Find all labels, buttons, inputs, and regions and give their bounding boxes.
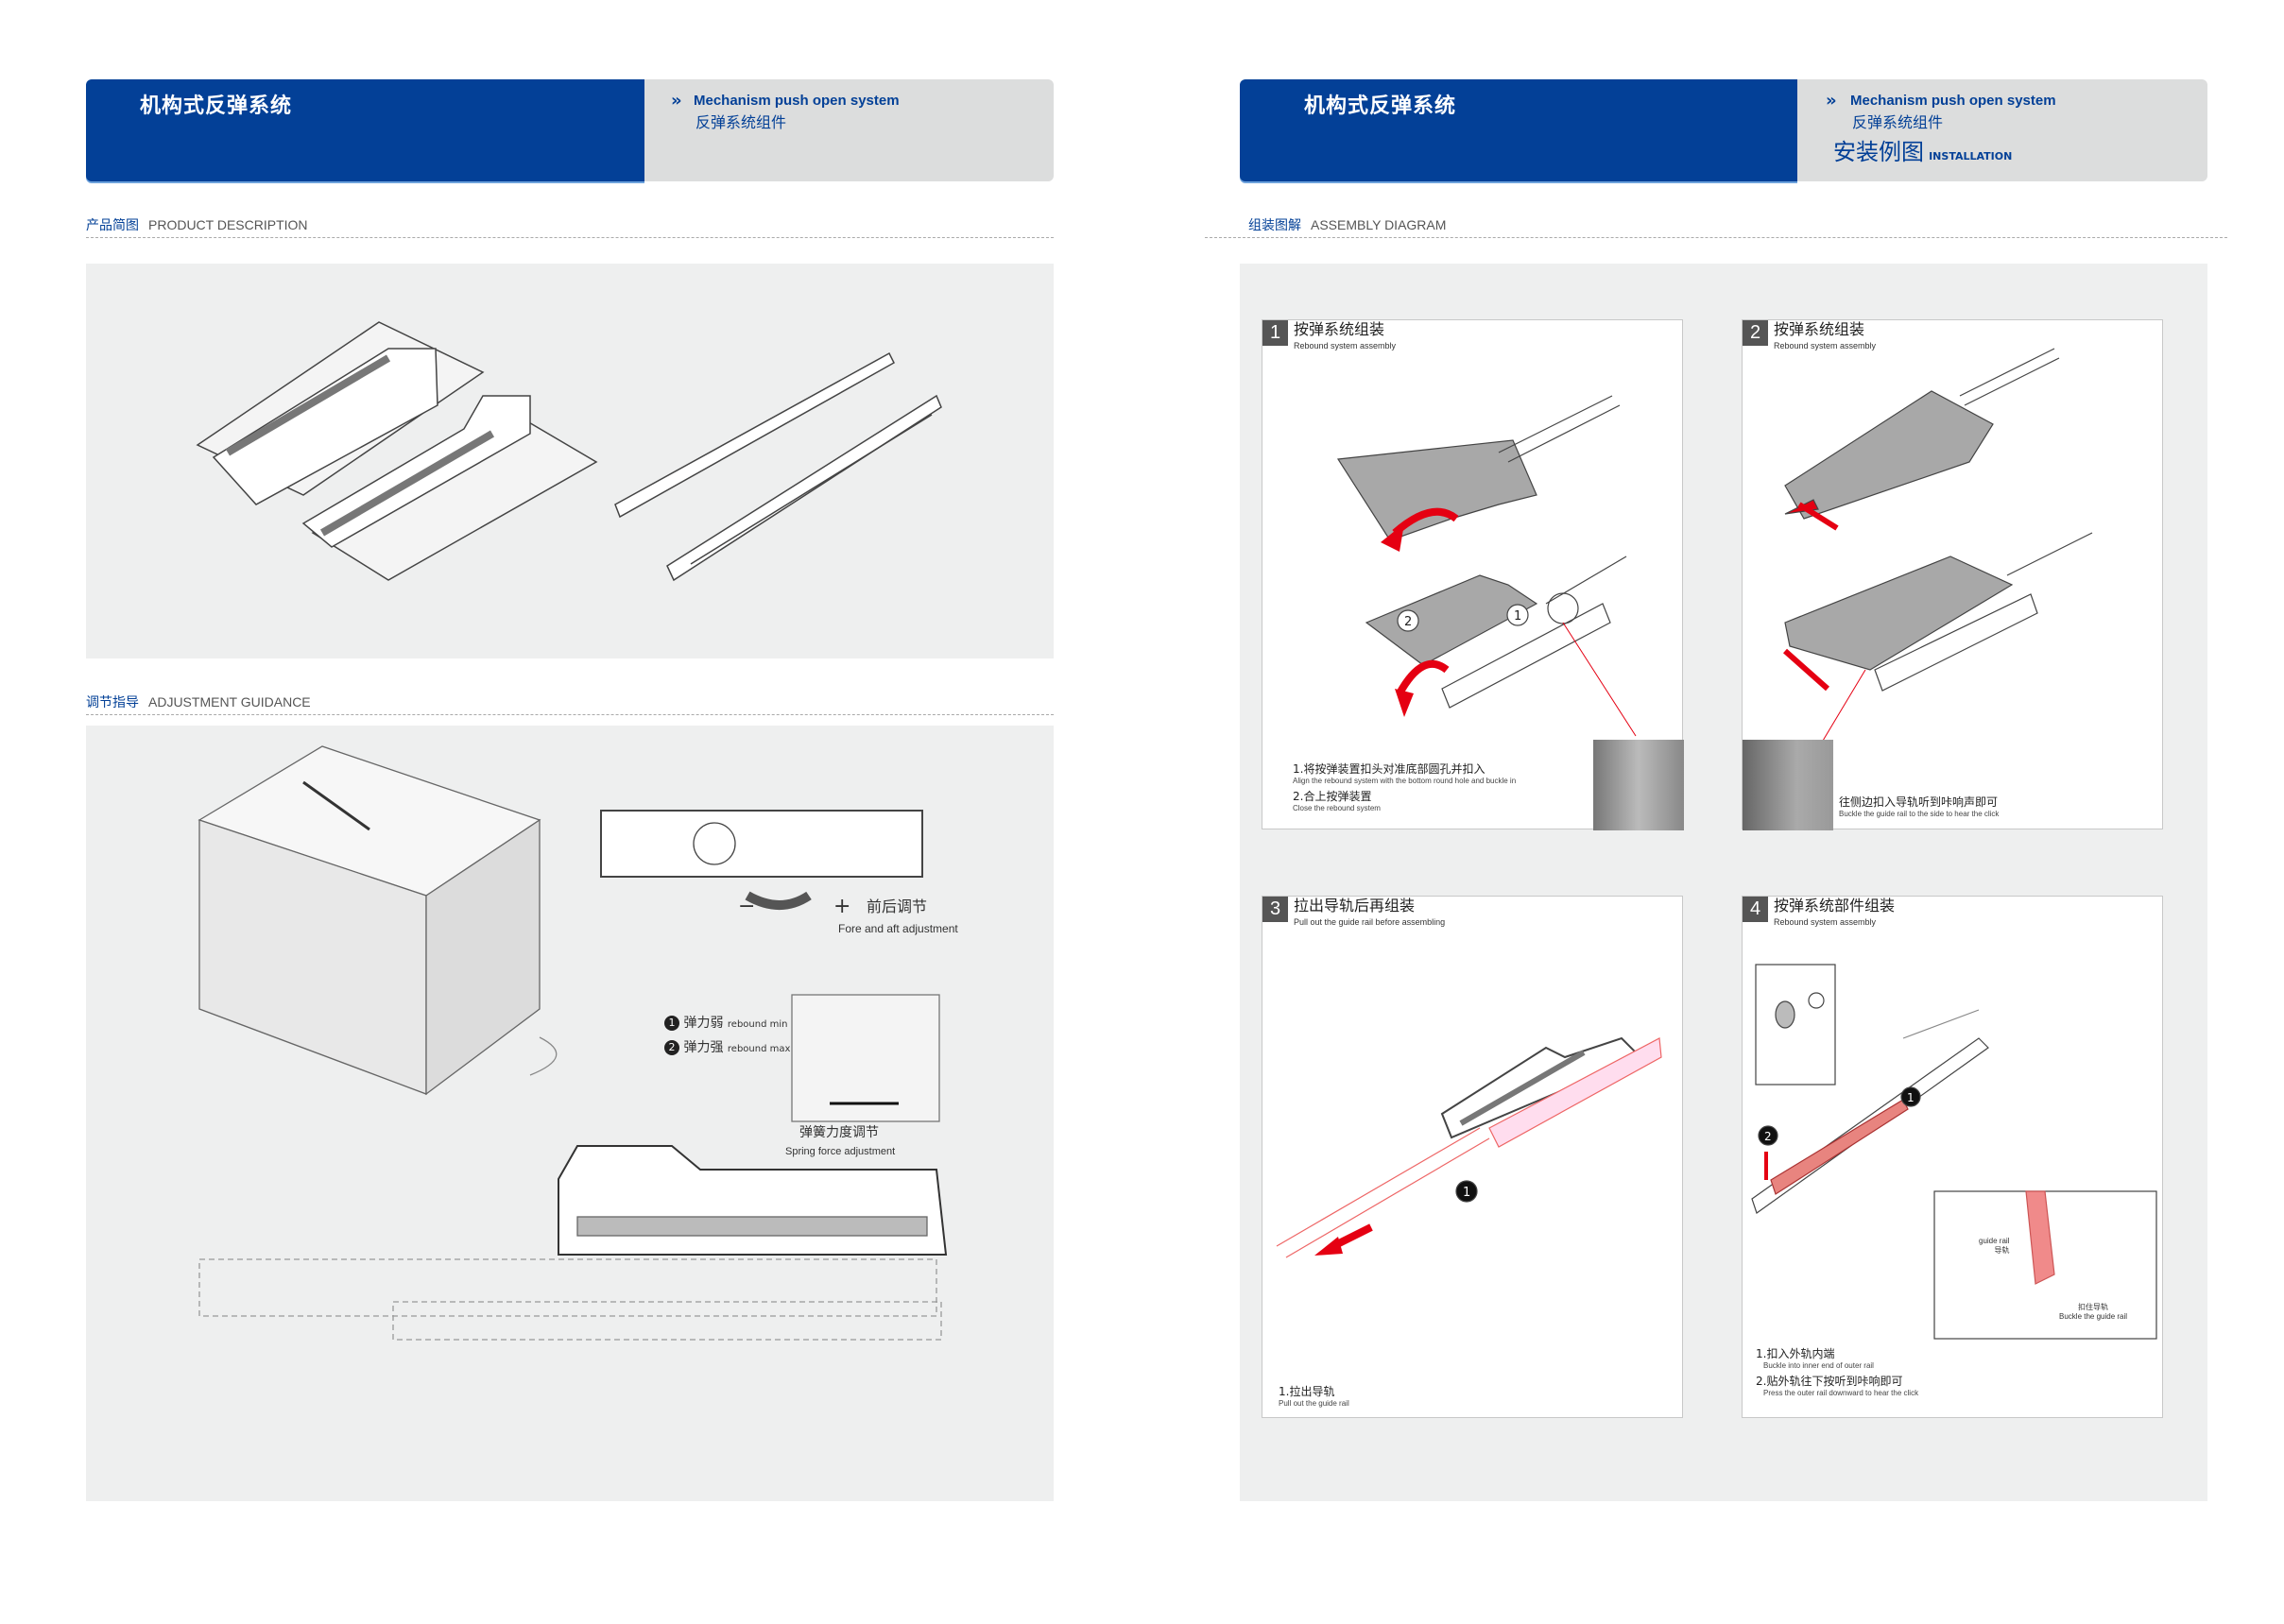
note-en: Buckle the guide rail to the side to hea… [1839,810,2000,818]
step3-drawing: 1 [1276,1036,1662,1258]
right-header-en-subtitle: Mechanism push open system [1850,93,2056,109]
section-en: PRODUCT DESCRIPTION [148,217,308,232]
note-en: Buckle into inner end of outer rail [1763,1361,1874,1370]
left-header-cn-subtitle: 反弹系统组件 [696,113,787,131]
left-header-en-subtitle: Mechanism push open system [694,93,900,109]
number-badge: 1 [664,1016,679,1031]
legend-en: rebound min [727,1019,788,1030]
fore-aft-en: Fore and aft adjustment [838,922,958,935]
step-number: 1 [1262,320,1288,346]
left-header-info: » Mechanism push open system 反弹系统组件 [644,79,1054,181]
note-cn: 1.拉出导轨 [1279,1385,1335,1398]
rebound-legend-2: 2 弹力强 rebound max [664,1039,790,1058]
assembly-step-card-4: 4 按弹系统部件组装 Rebound system assembly 2 1 g… [1742,896,2163,1418]
buckle-en: Buckle the guide rail [2059,1312,2128,1321]
plus-label: + [833,895,851,918]
right-header-cn-subtitle: 反弹系统组件 [1852,113,1944,131]
guide-cn: 导轨 [1994,1246,2010,1255]
installation-en: INSTALLATION [1929,150,2013,162]
buckle-label: 扣住导轨 Buckle the guide rail [2059,1303,2127,1322]
section-adjustment-guidance: 调节指导 ADJUSTMENT GUIDANCE [86,694,311,710]
step2-drawing [1783,348,2093,765]
legend-cn: 弹力强 [683,1040,724,1055]
step-notes: 1.拉出导轨 Pull out the guide rail [1279,1385,1349,1409]
guide-en: guide rail [1979,1237,2010,1245]
note-en: Pull out the guide rail [1279,1399,1349,1408]
step-subtitle: Pull out the guide rail before assemblin… [1294,917,1446,927]
note-cn: 1.扣入外轨内端 [1756,1347,1835,1360]
step-number: 2 [1743,320,1768,346]
step-number: 4 [1743,897,1768,922]
minus-label: − [738,895,756,918]
legend-en: rebound max [727,1044,791,1054]
section-product-description: 产品简图 PRODUCT DESCRIPTION [86,217,308,233]
photo-inset [1743,740,1833,830]
product-image-panel [86,264,1054,658]
step-notes: 1.扣入外轨内端 Buckle into inner end of outer … [1756,1347,1918,1398]
step-notes: 往侧边扣入导轨听到咔响声即可 Buckle the guide rail to … [1839,795,1999,819]
installation-label: 安装例图 INSTALLATION [1833,138,2012,171]
step-notes: 1.将按弹装置扣头对准底部圆孔并扣入 Align the rebound sys… [1293,762,1516,813]
product-drawing [196,321,942,582]
chevron-icon: » [1826,91,1837,111]
divider [86,714,1054,715]
marker-1: 1 [1907,1091,1915,1104]
spring-cn: 弹簧力度调节 [799,1125,879,1140]
step-subtitle: Rebound system assembly [1774,341,1877,350]
step4-drawing: 2 1 [1751,964,2157,1340]
section-cn: 调节指导 [86,694,139,709]
section-assembly-diagram: 组装图解 ASSEMBLY DIAGRAM [1248,217,1446,233]
left-header-banner: 机构式反弹系统 [86,79,644,181]
step-number: 3 [1262,897,1288,922]
section-cn: 组装图解 [1248,217,1301,232]
note-cn: 2.合上按弹装置 [1293,790,1372,803]
adjustment-panel: − + 前后调节 Fore and aft adjustment 1 弹力弱 r… [86,726,1054,1501]
section-en: ADJUSTMENT GUIDANCE [148,694,311,709]
step-subtitle: Rebound system assembly [1774,917,1877,927]
number-badge: 2 [664,1040,679,1055]
guide-rail-label: guide rail 导轨 [1979,1237,2009,1256]
step-title: 按弹系统部件组装 [1774,897,1896,915]
note-en: Align the rebound system with the bottom… [1293,777,1517,785]
note-en: Close the rebound system [1293,804,1381,812]
step-subtitle: Rebound system assembly [1294,341,1397,350]
marker-2: 2 [1404,615,1412,629]
left-header-title: 机构式反弹系统 [140,94,293,118]
buckle-cn: 扣住导轨 [2078,1303,2109,1311]
note-cn: 2.贴外轨往下按听到咔响即可 [1756,1375,1903,1388]
divider [86,237,1054,238]
marker-2: 2 [1764,1130,1772,1143]
photo-inset [1593,740,1684,830]
note-cn: 往侧边扣入导轨听到咔响声即可 [1839,795,1999,809]
step-title: 拉出导轨后再组装 [1294,897,1416,915]
section-cn: 产品简图 [86,217,139,232]
step-title: 按弹系统组装 [1774,320,1865,338]
marker-1: 1 [1463,1186,1470,1200]
chevron-icon: » [671,91,682,111]
installation-cn: 安装例图 [1833,139,1924,165]
marker-1: 1 [1514,609,1521,624]
fore-aft-cn: 前后调节 [867,897,928,915]
assembly-step-card-2: 2 按弹系统组装 Rebound system assembly 往侧边扣入导轨… [1742,319,2163,830]
assembly-step-card-1: 1 按弹系统组装 Rebound system assembly 2 1 1.将… [1262,319,1684,830]
section-en: ASSEMBLY DIAGRAM [1311,217,1447,232]
right-header-banner: 机构式反弹系统 [1240,79,1797,181]
rebound-legend-1: 1 弹力弱 rebound min [664,1015,787,1034]
divider [1205,237,2227,238]
right-header-title: 机构式反弹系统 [1304,94,1457,118]
spring-en: Spring force adjustment [785,1146,896,1157]
step1-drawing: 2 1 [1336,395,1637,737]
assembly-step-card-3: 3 拉出导轨后再组装 Pull out the guide rail befor… [1262,896,1683,1418]
legend-cn: 弹力弱 [683,1016,724,1031]
step-title: 按弹系统组装 [1294,320,1385,338]
note-cn: 1.将按弹装置扣头对准底部圆孔并扣入 [1293,762,1485,776]
right-header-info: » Mechanism push open system 反弹系统组件 安装例图… [1797,79,2207,181]
cabinet-drawing [197,745,948,1341]
note-en: Press the outer rail downward to hear th… [1763,1389,1919,1397]
